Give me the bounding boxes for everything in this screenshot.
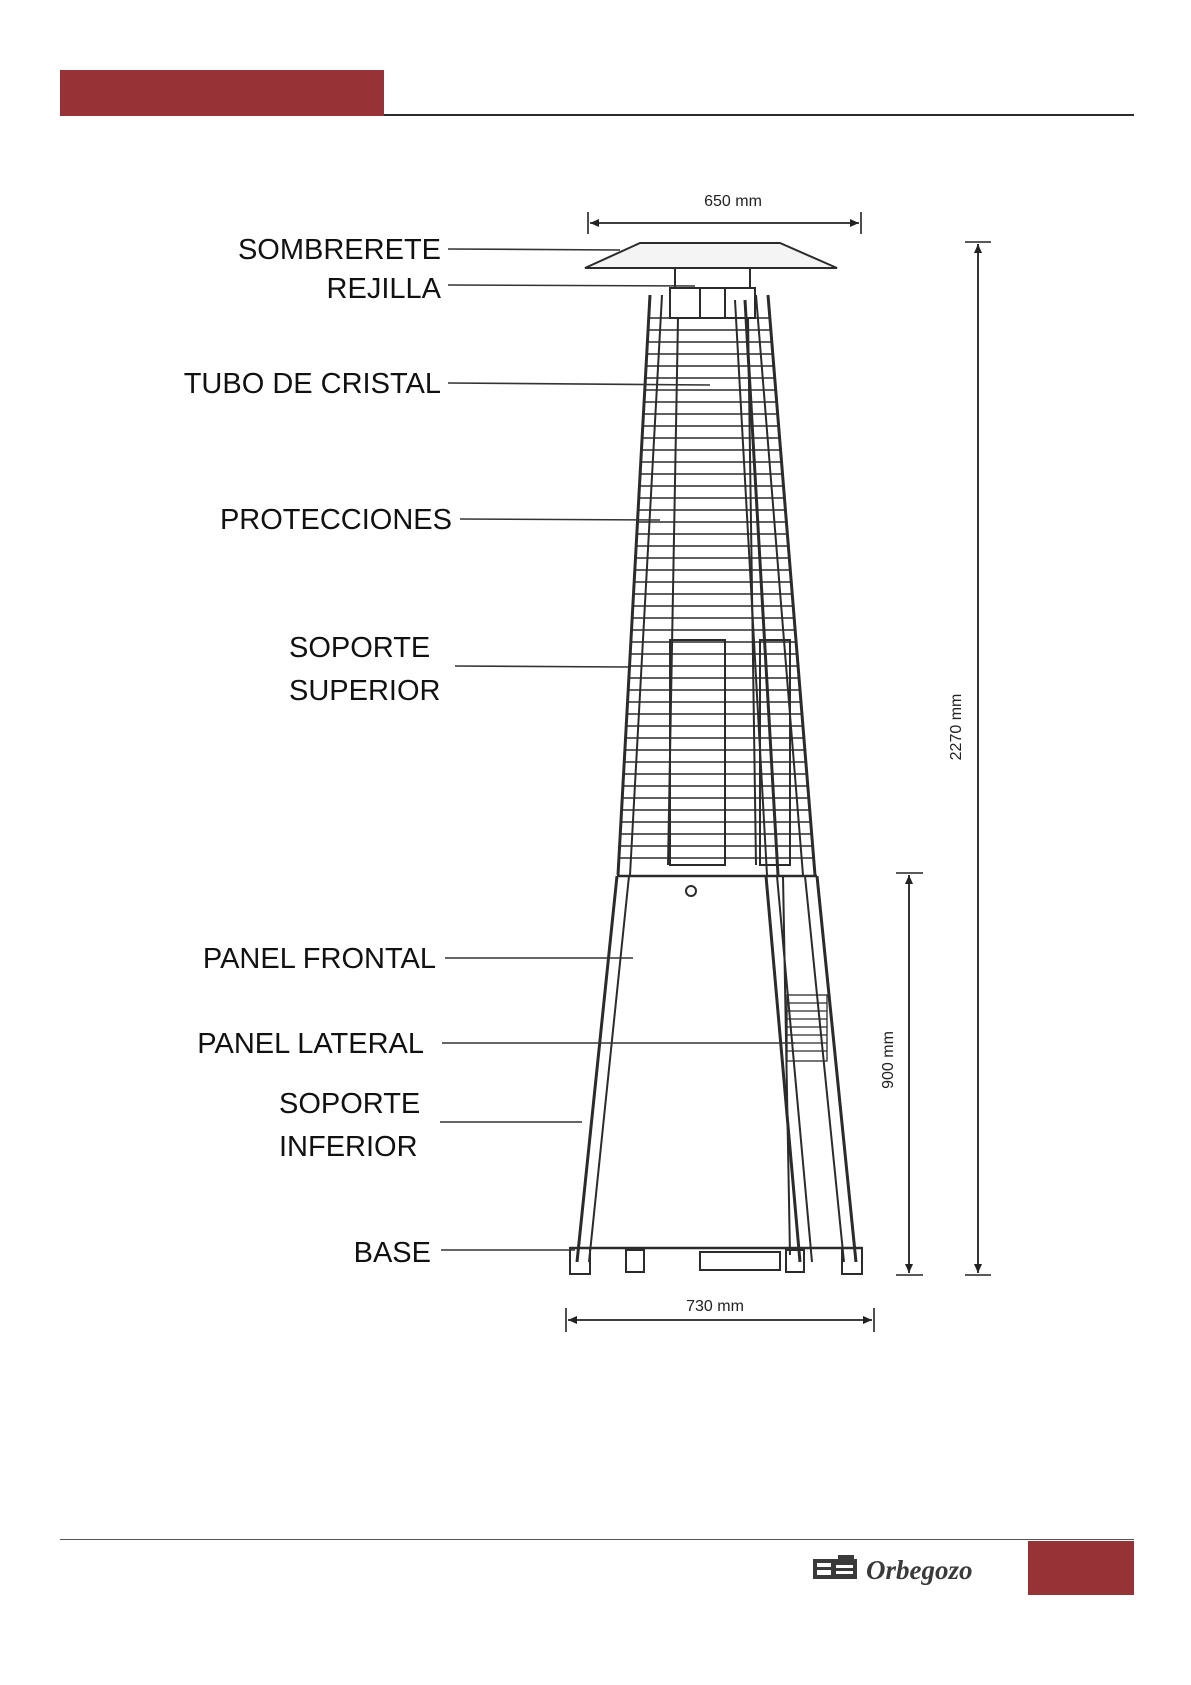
brand-logo: Orbegozo — [812, 1549, 1017, 1589]
dim-base-width: 730 mm — [686, 1298, 744, 1315]
leader-rejilla — [448, 285, 695, 286]
stove-logo-icon — [813, 1555, 857, 1579]
dim-top-width: 650 mm — [704, 193, 762, 210]
reflector-hood — [585, 243, 837, 268]
leader-soporte-superior — [455, 666, 628, 667]
heater-drawing — [570, 243, 862, 1274]
base-feet — [570, 1248, 862, 1274]
lower-housing — [570, 876, 862, 1274]
label-tubo: TUBO DE CRISTAL — [184, 368, 441, 400]
label-soporte-superior-2: SUPERIOR — [289, 675, 440, 707]
reflector-stem — [675, 268, 750, 288]
label-soporte-inferior-1: SOPORTE — [279, 1088, 420, 1120]
control-knob — [686, 886, 696, 896]
leader-sombrerete — [448, 249, 620, 250]
label-panel-lateral: PANEL LATERAL — [197, 1028, 424, 1060]
label-rejilla: REJILLA — [327, 273, 442, 305]
label-soporte-superior-1: SOPORTE — [289, 632, 430, 664]
dimension-lines — [566, 212, 991, 1332]
dim-lower-height: 900 mm — [880, 1031, 897, 1089]
dim-total-height: 2270 mm — [948, 694, 965, 761]
footer-accent-box — [1028, 1541, 1134, 1595]
footer-rule — [60, 1539, 1134, 1540]
label-base: BASE — [354, 1237, 431, 1269]
label-panel-frontal: PANEL FRONTAL — [203, 943, 436, 975]
label-protecciones: PROTECCIONES — [220, 504, 452, 536]
top-grill — [670, 288, 755, 318]
leader-protecciones — [460, 519, 660, 520]
label-sombrerete: SOMBRERETE — [238, 234, 441, 266]
upper-frame — [618, 295, 815, 875]
label-soporte-inferior-2: INFERIOR — [279, 1131, 418, 1163]
logo-wordmark: Orbegozo — [866, 1555, 973, 1585]
protection-rings — [619, 318, 814, 858]
leader-tubo — [448, 383, 710, 385]
